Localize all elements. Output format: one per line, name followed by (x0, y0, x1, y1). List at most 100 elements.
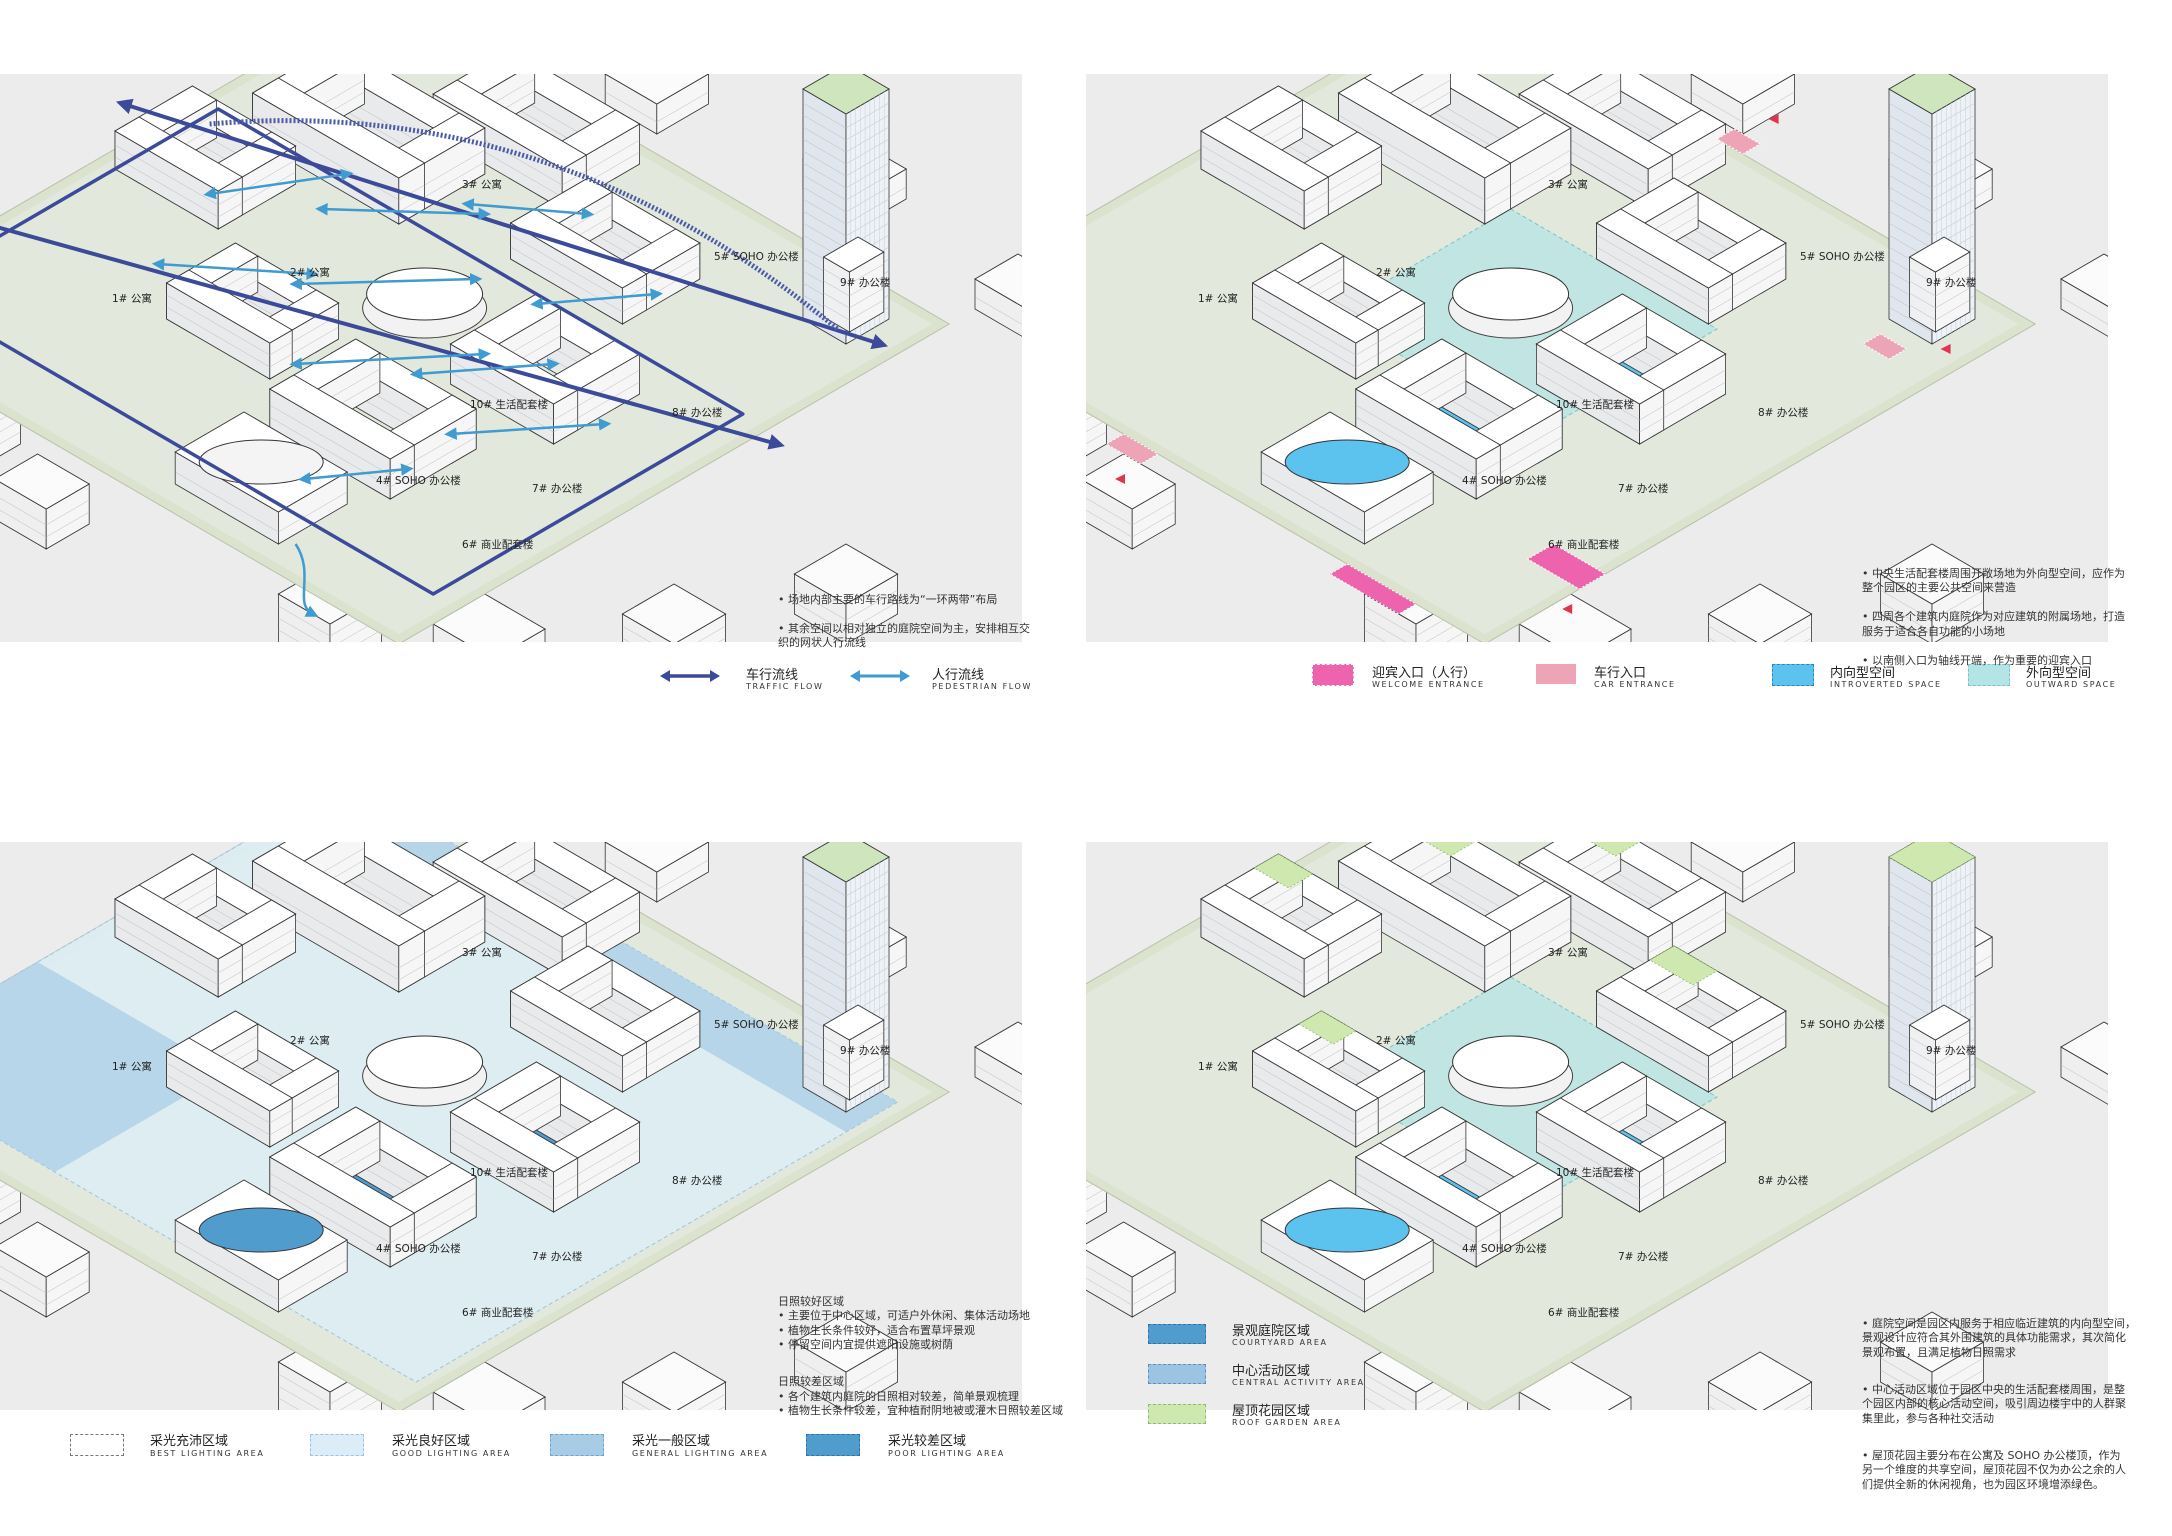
flow-notes: • 场地内部主要的车行路线为“一环两带”布局 • 其余空间以相对独立的庭院空间为… (778, 578, 1078, 665)
pedestrian-flow-label: 人行流线 (932, 668, 985, 683)
building-3 (1518, 74, 1727, 210)
lighting-note-2: 日照较差区域 • 各个建筑内庭院的日照相对较差，简单景观梳理 • 植物生长条件较… (778, 1375, 1063, 1417)
label-b5: 5# SOHO 办公楼 (714, 1018, 799, 1031)
label-b4: 4# SOHO 办公楼 (1462, 1242, 1547, 1255)
label-b2: 2# 公寓 (1376, 1034, 1416, 1047)
flow-lines (0, 98, 889, 617)
entrance-marker-3 (1768, 114, 1779, 124)
roof-garden-6 (1888, 842, 1976, 883)
good-lighting-label: 采光良好区域 (392, 1434, 471, 1449)
building-6 (174, 1179, 349, 1313)
label-b10: 10# 生活配套楼 (470, 1166, 548, 1179)
entrance-note-3: • 以南侧入口为轴线开端，作为重要的迎宾入口 (1862, 653, 2092, 667)
building-7 (1354, 338, 1564, 500)
roof-garden-5 (1649, 945, 1718, 986)
label-b1: 1# 公寓 (1198, 292, 1238, 305)
label-b7: 7# 办公楼 (1618, 482, 1669, 495)
general-lighting-en: General lighting area (632, 1449, 769, 1458)
label-b1: 1# 公寓 (112, 1060, 152, 1073)
building-4 (1251, 242, 1426, 380)
pedestrian-flow-9 (297, 463, 414, 485)
building-5 (1595, 945, 1787, 1093)
label-b8: 8# 办公楼 (672, 406, 723, 419)
label-b10: 10# 生活配套楼 (1556, 1166, 1634, 1179)
building-2 (1337, 74, 1572, 225)
label-b6: 6# 商业配套楼 (1548, 1306, 1620, 1319)
building-8 (1535, 293, 1727, 445)
building-9-tower (802, 842, 890, 1113)
car-entrance-5 (1716, 128, 1761, 155)
pedestrian-flow-10 (151, 258, 320, 280)
flow-note-2: • 其余空间以相对独立的庭院空间为主，安排相互交 织的网状人行流线 (778, 621, 1030, 650)
building-5 (509, 945, 701, 1093)
zones-note-2: • 中心活动区域位于园区中央的生活配套楼周围，是整 个园区内部的核心活动空间，吸… (1862, 1382, 2126, 1425)
label-b3: 3# 公寓 (462, 946, 502, 959)
label-b7: 7# 办公楼 (532, 1250, 583, 1263)
pedestrian-flow-1 (203, 168, 354, 200)
introverted-swatch (1772, 664, 1814, 686)
buildings (1200, 74, 1976, 545)
label-b3: 3# 公寓 (462, 178, 502, 191)
outward-swatch (1968, 664, 2010, 686)
building-6 (1260, 411, 1435, 545)
entrance-marker-4 (1940, 344, 1951, 354)
entrance-note-2: • 四周各个建筑内庭院作为对应建筑的附属场地，打造 服务于适合各自功能的小场地 (1862, 610, 2125, 638)
buildings (114, 842, 890, 1313)
car-entrance-label: 车行入口 (1594, 666, 1647, 681)
label-b9: 9# 办公楼 (1926, 1044, 1977, 1057)
building-10 (1448, 267, 1574, 339)
building-1 (1200, 85, 1383, 230)
building-7 (1354, 1106, 1564, 1268)
introverted-en: Introverted space (1830, 680, 1942, 689)
building-1 (114, 853, 297, 998)
poor-lighting-label: 采光较差区域 (888, 1434, 967, 1449)
roof-garden-3 (1590, 842, 1641, 857)
label-b5: 5# SOHO 办公楼 (714, 250, 799, 263)
label-b8: 8# 办公楼 (1758, 1174, 1809, 1187)
welcome-entrance-label: 迎宾入口（人行） (1372, 666, 1477, 681)
entrance-note-1: • 中央生活配套楼周围开敞场地为外向型空间，应作为 整个园区的主要公共空间来营造 (1862, 566, 2125, 595)
label-b6: 6# 商业配套楼 (462, 538, 534, 551)
label-b2: 2# 公寓 (290, 266, 330, 279)
best-lighting-swatch (70, 1434, 124, 1456)
traffic-flow-label: 车行流线 (746, 668, 799, 683)
label-b2: 2# 公寓 (290, 1034, 330, 1047)
general-lighting-swatch (550, 1434, 604, 1456)
building-7 (268, 1106, 478, 1268)
label-b2: 2# 公寓 (1376, 266, 1416, 279)
welcome-entrance-1 (1329, 563, 1417, 615)
poor-lighting-en: Poor lighting area (888, 1449, 1005, 1458)
building-3 (1518, 842, 1727, 978)
zones-note-3: • 屋顶花园主要分布在公寓及 SOHO 办公楼顶，作为 另一个维度的共享空间，屋… (1862, 1448, 2126, 1491)
car-entrance-6 (1862, 333, 1908, 360)
good-lighting-swatch (310, 1434, 364, 1456)
lighting-note-1: 日照较好区域 • 主要位于中心区域，可适户外休闲、集体活动场地 • 植物生长条件… (778, 1294, 1030, 1352)
label-b8: 8# 办公楼 (1758, 406, 1809, 419)
pedestrian-flow-8 (444, 418, 612, 440)
outward-en: Outward space (2026, 680, 2117, 689)
central-activity-label: 中心活动区域 (1232, 1364, 1311, 1379)
label-b6: 6# 商业配套楼 (462, 1306, 534, 1319)
label-b10: 10# 生活配套楼 (1556, 398, 1634, 411)
label-b1: 1# 公寓 (112, 292, 152, 305)
entrance-notes: • 中央生活配套楼周围开敞场地为外向型空间，应作为 整个园区的主要公共空间来营造… (1862, 552, 2162, 683)
zones-note-1: • 庭院空间是园区内服务于相应临近建筑的内向型空间， 景观设计应符合其外围建筑的… (1862, 1316, 2136, 1359)
outward-label: 外向型空间 (2026, 666, 2092, 681)
building-4 (165, 1010, 340, 1148)
pedestrian-flow-6 (289, 348, 492, 370)
car-entrance-en: Car entrance (1594, 680, 1676, 689)
label-b10: 10# 生活配套楼 (470, 398, 548, 411)
best-lighting-label: 采光充沛区域 (150, 1434, 229, 1449)
label-b7: 7# 办公楼 (1618, 1250, 1669, 1263)
pedestrian-flow-en: Pedestrian flow (932, 682, 1032, 691)
label-b6: 6# 商业配套楼 (1548, 538, 1620, 551)
label-b9: 9# 办公楼 (840, 276, 891, 289)
roof-gardens (1253, 842, 1976, 1045)
car-entrance-3 (1105, 433, 1159, 465)
